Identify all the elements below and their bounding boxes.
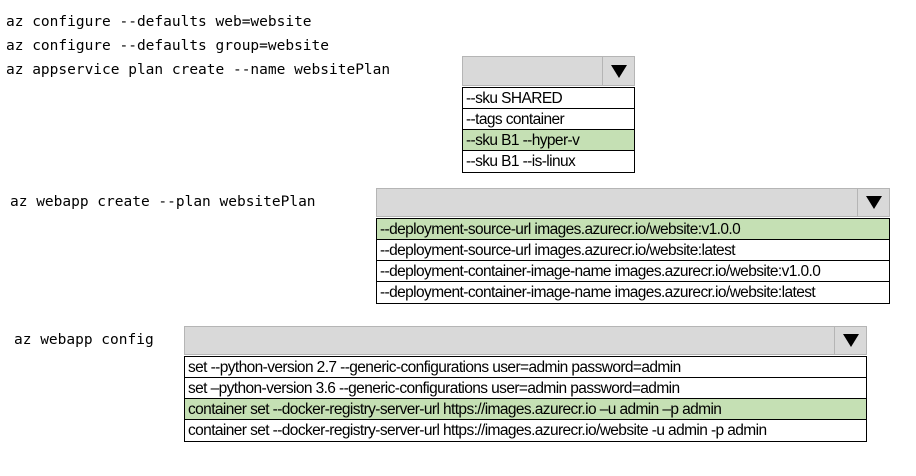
chevron-down-icon (842, 334, 859, 347)
plan-option-tags-container[interactable]: --tags container (463, 109, 634, 130)
config-option-container-registry[interactable]: container set --docker-registry-server-u… (185, 399, 866, 420)
plan-options-list: --sku SHARED --tags container --sku B1 -… (462, 87, 635, 173)
webapp-config-options-list: set --python-version 2.7 --generic-confi… (184, 356, 867, 442)
chevron-down-icon (865, 196, 882, 209)
webapp-config-dropdown[interactable] (184, 326, 867, 355)
webapp-create-dropdown-toggle[interactable] (857, 189, 889, 216)
code-line-configure-web: az configure --defaults web=website (6, 14, 312, 30)
config-option-container-registry-website[interactable]: container set --docker-registry-server-u… (188, 422, 767, 439)
chevron-down-icon (610, 64, 627, 78)
plan-option-sku-b1-hyper-v[interactable]: --sku B1 --hyper-v (463, 130, 634, 151)
config-option-python-36[interactable]: set –python-version 3.6 --generic-config… (185, 378, 866, 399)
plan-dropdown[interactable] (462, 56, 635, 86)
webapp-create-dropdown[interactable] (376, 188, 890, 217)
plan-option-sku-shared[interactable]: --sku SHARED (463, 88, 634, 109)
code-line-webapp-create: az webapp create --plan websitePlan (10, 194, 316, 210)
webapp-option-source-url-v1[interactable]: --deployment-source-url images.azurecr.i… (377, 219, 889, 240)
webapp-option-source-url-latest[interactable]: --deployment-source-url images.azurecr.i… (377, 240, 889, 261)
plan-dropdown-toggle[interactable] (602, 57, 634, 85)
config-option-python-27[interactable]: set --python-version 2.7 --generic-confi… (185, 357, 866, 378)
webapp-config-dropdown-toggle[interactable] (834, 327, 866, 354)
webapp-create-options-list: --deployment-source-url images.azurecr.i… (376, 218, 890, 304)
code-line-configure-group: az configure --defaults group=website (6, 38, 330, 54)
webapp-option-container-image-v1[interactable]: --deployment-container-image-name images… (377, 261, 889, 282)
code-line-webapp-config: az webapp config (14, 332, 154, 348)
webapp-option-container-image-latest[interactable]: --deployment-container-image-name images… (380, 284, 816, 301)
plan-option-sku-b1-is-linux[interactable]: --sku B1 --is-linux (466, 153, 576, 170)
code-line-appservice-plan: az appservice plan create --name website… (6, 62, 391, 78)
